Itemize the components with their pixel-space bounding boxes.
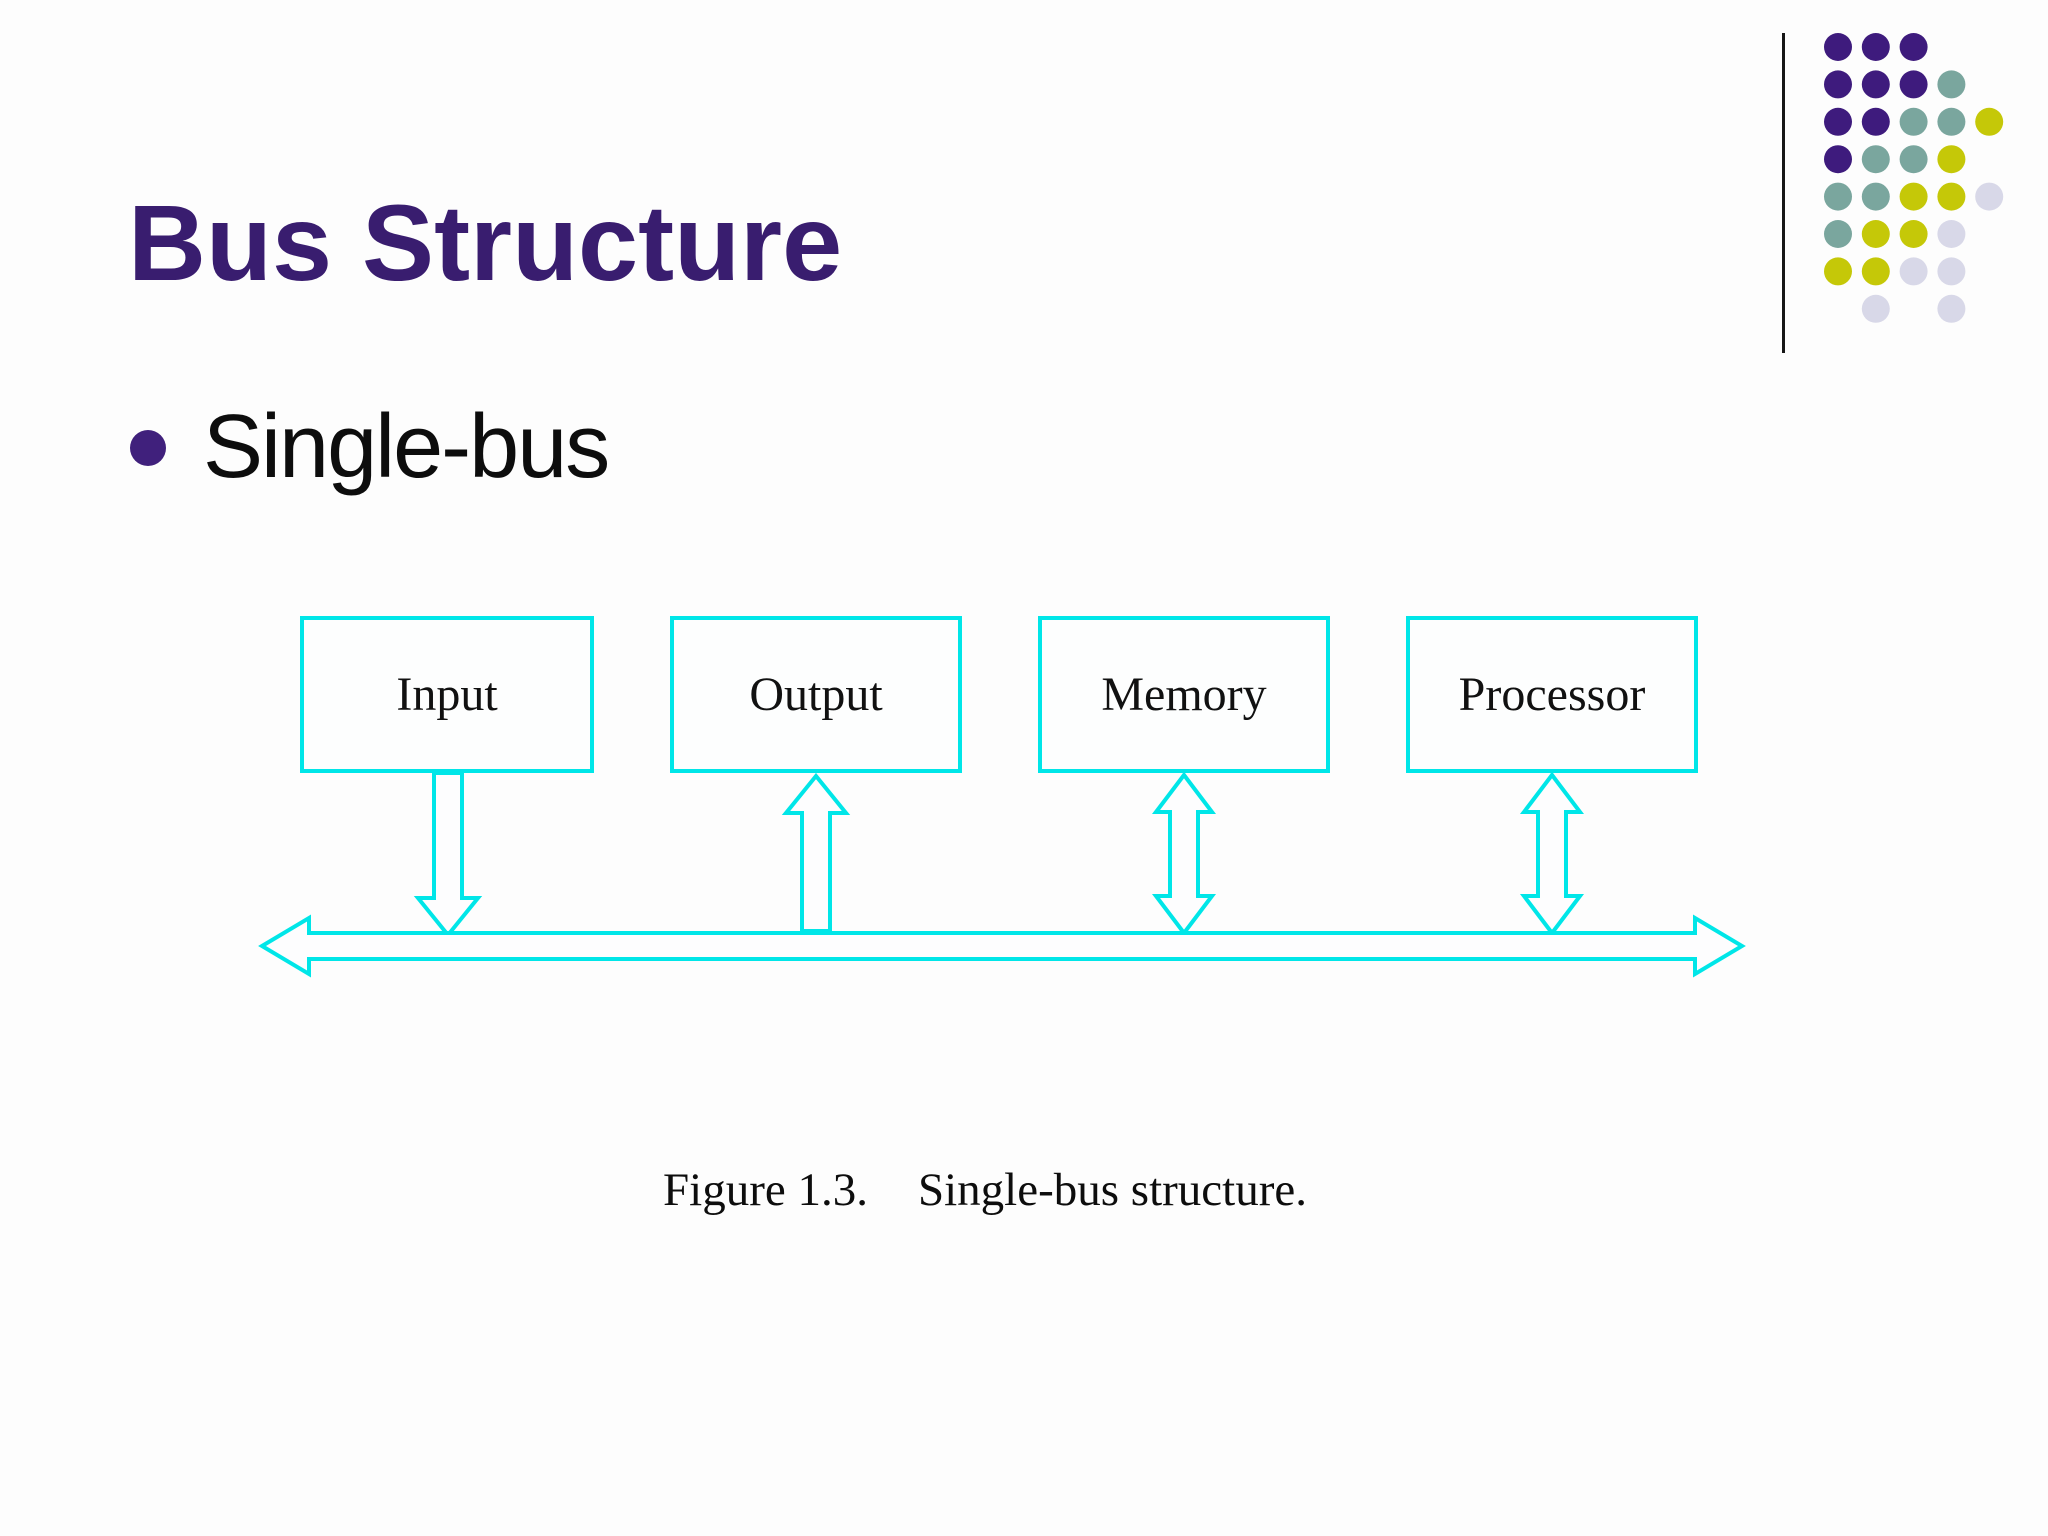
decor-dot — [1899, 70, 1928, 99]
figure-caption-text: Single-bus structure. — [917, 1164, 1307, 1216]
decor-dot — [1975, 182, 2004, 211]
bullet-label: Single-bus — [203, 397, 610, 497]
decor-dot — [1899, 220, 1928, 248]
memory-double-arrow-icon — [1151, 771, 1217, 937]
output-box-label: Output — [749, 668, 883, 721]
page-title: Bus Structure — [128, 182, 843, 303]
decor-dot — [1861, 33, 1890, 61]
figure-caption: Figure 1.3. Single-bus structure. — [663, 1167, 1307, 1214]
decor-dot — [1975, 107, 2004, 136]
input-box — [300, 616, 594, 773]
decor-dot — [1861, 107, 1890, 136]
decor-dot-grid — [1824, 33, 2004, 323]
input-box-label: Input — [396, 668, 498, 721]
figure-caption-number: Figure 1.3. — [663, 1164, 868, 1216]
decor-dot — [1824, 182, 1852, 211]
processor-box-label: Processor — [1459, 668, 1646, 721]
decor-dot — [1861, 220, 1890, 248]
decor-dot — [1824, 33, 1852, 61]
decor-dot — [1899, 257, 1928, 286]
decor-dot — [1899, 145, 1928, 174]
output-box — [670, 616, 962, 773]
decor-dot — [1937, 107, 1966, 136]
decor-dot — [1861, 294, 1890, 323]
input-down-arrow-icon — [413, 771, 483, 939]
decor-dot — [1824, 220, 1852, 248]
decor-vertical-line — [1782, 33, 1785, 353]
decor-dot — [1937, 70, 1966, 99]
bullet-icon — [130, 430, 166, 466]
memory-box-label: Memory — [1101, 668, 1266, 721]
decor-dot — [1937, 145, 1966, 174]
processor-double-arrow-icon — [1519, 771, 1585, 937]
decor-dot — [1824, 107, 1852, 136]
decor-dot — [1824, 70, 1852, 99]
processor-box — [1406, 616, 1698, 773]
output-up-arrow-icon — [781, 772, 851, 933]
decor-dot — [1861, 70, 1890, 99]
decor-dot — [1824, 257, 1852, 286]
decor-dot — [1861, 182, 1890, 211]
decor-dot — [1937, 257, 1966, 286]
decor-dot — [1937, 294, 1966, 323]
decor-dot — [1937, 220, 1966, 248]
decor-dot — [1899, 107, 1928, 136]
memory-box — [1038, 616, 1330, 773]
decor-dot — [1899, 182, 1928, 211]
decor-dot — [1861, 257, 1890, 286]
bus-double-arrow — [258, 914, 1746, 978]
decor-dot — [1937, 182, 1966, 211]
decor-dot — [1899, 33, 1928, 61]
decor-dot — [1861, 145, 1890, 174]
decor-dot — [1824, 145, 1852, 174]
